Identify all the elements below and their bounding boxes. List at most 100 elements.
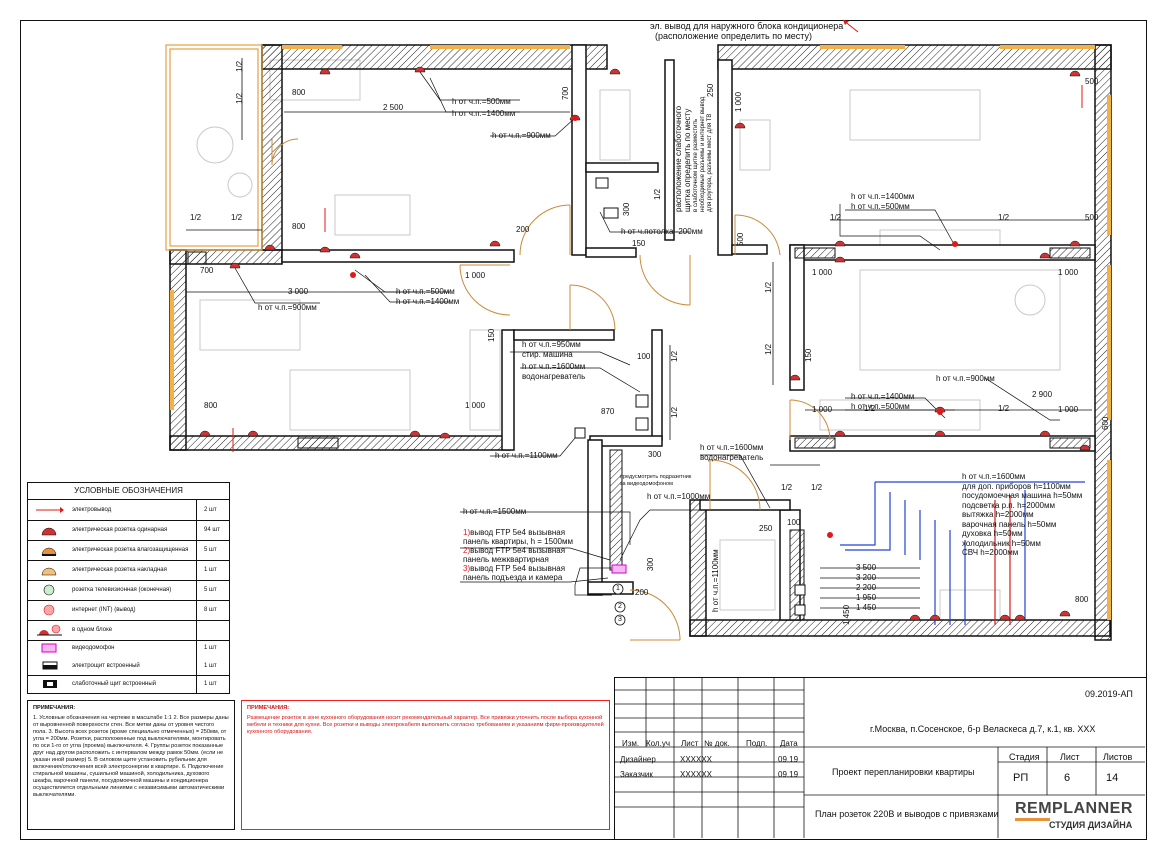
tb-sheet-header: Лист xyxy=(1060,752,1080,762)
label-h1400-4: h от ч.п.=1400мм xyxy=(851,392,915,401)
dim-half-5: 1/2 xyxy=(864,404,876,413)
red-notes-title: ПРИМЕЧАНИЯ: xyxy=(247,705,290,711)
dim-1000-f: 1 000 xyxy=(1058,405,1079,414)
drawing-frame xyxy=(20,20,1147,840)
label-h1600-1: h от ч.п.=1600мм xyxy=(522,362,586,371)
ftp-3-line-a: вывод FTP 5e4 вызывная xyxy=(470,564,566,573)
intercom-icon xyxy=(41,643,57,653)
logo-bottom: СТУДИЯ ДИЗАЙНА xyxy=(1049,820,1133,830)
kitchen-item: h от ч.п.=1600мм xyxy=(962,472,1026,481)
ftp-2-line-b: панель межквартирная xyxy=(463,555,549,564)
legend-label: электрическая розетка влагозащищенная xyxy=(72,547,189,553)
legend-title: УСЛОВНЫЕ ОБОЗНАЧЕНИЯ xyxy=(28,483,229,500)
dim-1000-b: 1 000 xyxy=(465,401,486,410)
notes-text: 1. Условные обозначения на чертеже в мас… xyxy=(33,715,229,798)
circle-num-1: 1 xyxy=(616,585,620,592)
dim-700-a: 700 xyxy=(200,266,214,275)
tb-client-role: Заказчик xyxy=(620,770,653,779)
tv-socket-icon xyxy=(43,584,55,596)
electric-outlet-icon xyxy=(36,507,64,513)
dim-half-v4: 1/2 xyxy=(764,343,773,355)
dim-half-2: 1/2 xyxy=(231,213,243,222)
kitchen-item: СВЧ h=2000мм xyxy=(962,548,1019,557)
weak-panel-note-5: для роутера, разъемы мест для ТВ xyxy=(707,113,713,212)
legend-row: в одном блоке xyxy=(28,620,229,641)
legend-count: 94 шт xyxy=(204,527,220,533)
tb-designer-name: ХХХХХХ xyxy=(680,755,713,764)
tb-sheet: 6 xyxy=(1064,772,1071,784)
kitchen-item: вытяжка h=2000мм xyxy=(962,510,1034,519)
legend-label: слаботочный щит встроенный xyxy=(72,681,157,687)
tb-col-doc: № док. xyxy=(704,739,730,748)
legend-count: 1 шт xyxy=(204,645,217,651)
legend-label: интернет (INT) (вывод) xyxy=(72,607,136,613)
label-h1100-1: h от ч.п.=1100мм xyxy=(495,451,558,460)
dim-1000-d: 1 000 xyxy=(1058,268,1079,277)
logo-top: REMPLANNER xyxy=(1015,800,1133,817)
label-intercom-note-1: предусмотреть подразетник xyxy=(620,474,692,480)
electric-panel-icon xyxy=(42,661,58,670)
ac-note-line1: эл. вывод для наружного блока кондиционе… xyxy=(650,21,844,31)
dim-800-a: 800 xyxy=(292,88,306,97)
legend-label: видеодомофон xyxy=(72,645,115,651)
dim-half-v3: 1/2 xyxy=(764,281,773,293)
dim-300-b: 300 xyxy=(622,202,631,216)
red-notes-text: Размещение розеток в зоне кухонного обор… xyxy=(247,715,604,735)
tb-col-list: Лист xyxy=(681,739,699,748)
legend-count: 5 шт xyxy=(204,547,217,553)
legend-label: в одном блоке xyxy=(72,627,113,633)
tb-designer-role: Дизайнер xyxy=(620,755,656,764)
label-h1400-3: h от ч.п.=1400мм xyxy=(851,192,915,201)
dim-100-b: 100 xyxy=(787,518,801,527)
weak-panel-note-1: расположение слаботочного xyxy=(674,105,683,212)
label-h950: h от ч.п.=950мм xyxy=(522,340,581,349)
legend-count: 5 шт xyxy=(204,587,217,593)
dim-800-b: 800 xyxy=(292,222,306,231)
dim-1000-a: 1 000 xyxy=(465,271,486,280)
dim-2900: 2 900 xyxy=(1032,390,1053,399)
notes-box: ПРИМЕЧАНИЯ: 1. Условные обозначения на ч… xyxy=(27,700,235,830)
legend-count: 2 шт xyxy=(204,507,217,513)
notes-title: ПРИМЕЧАНИЯ: xyxy=(33,705,76,711)
legend-label: электрическая розетка накладная xyxy=(72,567,167,573)
legend-label: электрощит встроенный xyxy=(72,663,140,669)
red-notes-box: ПРИМЕЧАНИЯ: Размещение розеток в зоне ку… xyxy=(241,700,610,830)
dim-1000-c: 1 000 xyxy=(812,268,833,277)
stack-dim-2: 2 200 xyxy=(856,583,877,592)
ftp-num-1: 1) xyxy=(463,528,471,537)
dim-150-c: 150 xyxy=(487,328,496,342)
dim-300-a: 300 xyxy=(648,450,662,459)
tb-designer-date: 09.19 xyxy=(778,755,799,764)
legend-label: электрическая розетка одинарная xyxy=(72,527,168,533)
kitchen-item: варочная панель h=50мм xyxy=(962,519,1057,529)
title-block-grid xyxy=(614,677,1145,838)
ftp-num-3: 3) xyxy=(463,564,471,573)
legend-extra: электрощит встроенный 1 шт слаботочный щ… xyxy=(27,657,230,694)
socket-single-icon xyxy=(41,527,57,536)
ftp-num-2: 2) xyxy=(463,546,471,555)
stack-dim-1: 3 200 xyxy=(856,573,877,582)
tb-sheets: 14 xyxy=(1106,772,1119,784)
label-h500-4: h от ч.п.=500мм xyxy=(851,402,910,411)
label-h900-3: h от ч.п.=900мм xyxy=(936,374,995,383)
label-ceil200: h от ч.потолка -200мм xyxy=(621,227,703,236)
tb-client-name: ХХХХХХ xyxy=(680,770,713,779)
kitchen-list: h от ч.п.=1600мм для доп. приборов h=110… xyxy=(962,472,1082,558)
kitchen-item: духовка h=50мм xyxy=(962,529,1023,538)
tb-code: 09.2019-АП xyxy=(1085,689,1133,699)
tb-client-date: 09.19 xyxy=(778,770,799,779)
dim-half-7: 1/2 xyxy=(781,483,793,492)
legend-row: электровывод 2 шт xyxy=(28,500,229,521)
label-h500-2: h от ч.п.=500мм xyxy=(396,287,455,296)
logo-accent xyxy=(1015,818,1050,821)
ftp-3-line-b: панель подъезда и камера xyxy=(463,573,563,582)
label-intercom-note-2: за видеодомофоном xyxy=(620,481,673,487)
ftp-1-line-a: вывод FTP 5e4 вызывная xyxy=(470,528,566,537)
dim-800-c: 800 xyxy=(204,401,218,410)
dim-100-a: 100 xyxy=(637,352,651,361)
weak-panel-note-3: в слаботочном щитке разместить xyxy=(693,118,699,212)
tb-stage-header: Стадия xyxy=(1009,752,1040,762)
tb-stage: РП xyxy=(1013,772,1029,784)
dim-150-b: 150 xyxy=(804,348,813,362)
tb-project: Проект перепланировки квартиры xyxy=(832,767,975,777)
